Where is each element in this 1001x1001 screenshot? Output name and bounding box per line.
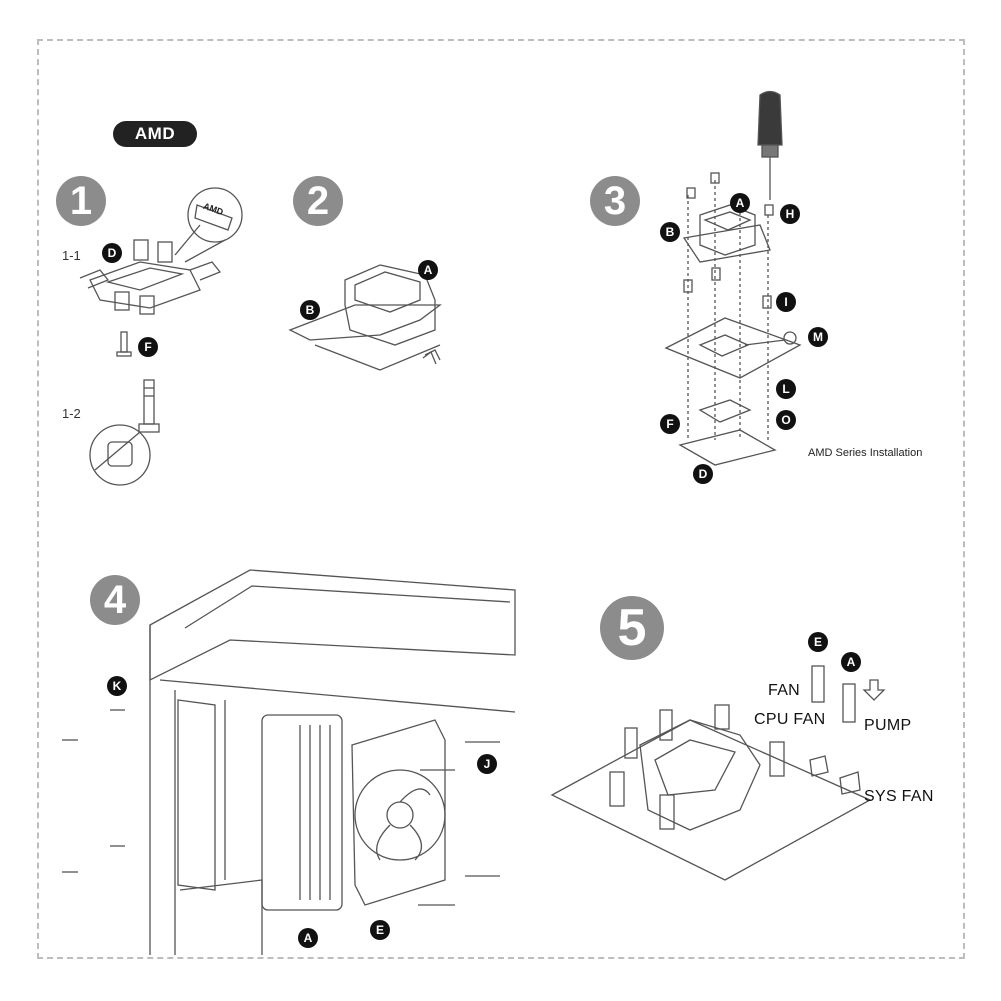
callout-e: E (808, 632, 828, 652)
step3-caption: AMD Series Installation (808, 447, 923, 459)
zoom-circle-1 (187, 187, 243, 243)
step-number-3: 3 (590, 176, 640, 226)
amd-bracket-drawing (79, 224, 226, 315)
long-screw-drawing (138, 379, 160, 433)
callout-a: A (730, 193, 750, 213)
callout-e: E (370, 920, 390, 940)
callout-d: D (102, 243, 122, 263)
callout-b: B (660, 222, 680, 242)
callout-m: M (808, 327, 828, 347)
callout-f: F (660, 414, 680, 434)
substep-label-1-1: 1-1 (62, 248, 81, 263)
screwdriver-drawing (757, 90, 783, 200)
callout-d: D (693, 464, 713, 484)
cpu-fan-label: CPU FAN (754, 711, 826, 728)
exploded-view-drawing (664, 172, 802, 466)
callout-b: B (300, 300, 320, 320)
pump-head-drawing-2 (288, 264, 442, 371)
callout-a: A (418, 260, 438, 280)
callout-l: L (776, 379, 796, 399)
substep-label-1-2: 1-2 (62, 406, 81, 421)
callout-i: I (776, 292, 796, 312)
zoom-circle-2 (89, 424, 151, 486)
motherboard-drawing (550, 719, 872, 881)
callout-f: F (138, 337, 158, 357)
pump-label: PUMP (864, 717, 912, 734)
fan-drawing (351, 719, 446, 906)
mount-screws-drawing (62, 709, 500, 906)
callout-o: O (776, 410, 796, 430)
callout-a: A (298, 928, 318, 948)
sys-fan-label: SYS FAN (864, 788, 934, 805)
callout-j: J (477, 754, 497, 774)
callout-h: H (780, 204, 800, 224)
connectors-drawing (422, 350, 886, 795)
step-number-2: 2 (293, 176, 343, 226)
fan-label: FAN (768, 682, 801, 699)
step-number-5: 5 (600, 596, 664, 660)
case-drawing (149, 569, 516, 955)
radiator-drawing (261, 714, 343, 911)
step-number-4: 4 (90, 575, 140, 625)
dashed-border (37, 39, 965, 959)
step-number-1: 1 (56, 176, 106, 226)
pump-head-drawing-5 (609, 704, 785, 831)
callout-k: K (107, 676, 127, 696)
screw-f-drawing (116, 331, 132, 357)
callout-a: A (841, 652, 861, 672)
amd-platform-badge: AMD (113, 121, 197, 147)
